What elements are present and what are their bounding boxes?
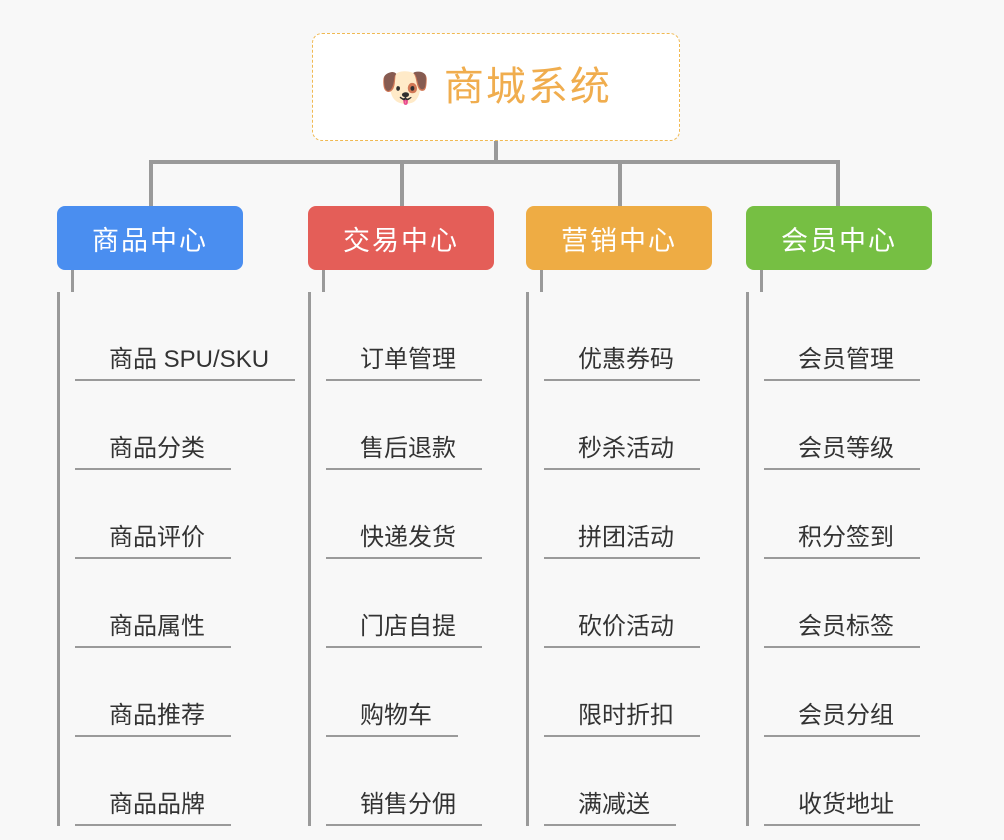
leaf-item-label: 积分签到 xyxy=(764,524,920,559)
leaf-item[interactable]: 购物车 xyxy=(311,648,494,737)
leaf-item[interactable]: 商品属性 xyxy=(60,559,295,648)
leaf-item[interactable]: 会员标签 xyxy=(749,559,932,648)
leaf-item[interactable]: 会员分组 xyxy=(749,648,932,737)
leaf-item-label: 商品评价 xyxy=(75,524,231,559)
branch-column-product: 商品中心 商品 SPU/SKU 商品分类 商品评价 商品属性 商品推荐 商品品牌 xyxy=(57,206,296,826)
leaf-item[interactable]: 优惠券码 xyxy=(529,292,712,381)
branch-column-marketing: 营销中心 优惠券码 秒杀活动 拼团活动 砍价活动 限时折扣 满减送 xyxy=(526,206,712,826)
leaf-item[interactable]: 会员管理 xyxy=(749,292,932,381)
root-node[interactable]: 🐶 商城系统 xyxy=(312,33,680,141)
connector-branch-tail xyxy=(540,270,543,292)
leaf-item-label: 商品品牌 xyxy=(75,791,231,826)
leaf-item-label: 商品推荐 xyxy=(75,702,231,737)
leaf-item-label: 商品 SPU/SKU xyxy=(75,346,296,381)
leaf-item[interactable]: 拼团活动 xyxy=(529,470,712,559)
branch-node-label: 营销中心 xyxy=(561,225,677,256)
branch-node-trade[interactable]: 交易中心 xyxy=(308,206,494,292)
connector-drop-branch-1 xyxy=(400,160,404,207)
branch-node-label: 商品中心 xyxy=(92,225,208,256)
leaf-item[interactable]: 收货地址 xyxy=(749,737,932,826)
leaf-item[interactable]: 秒杀活动 xyxy=(529,381,712,470)
leaf-item[interactable]: 商品品牌 xyxy=(60,737,295,826)
branch-node-member[interactable]: 会员中心 xyxy=(746,206,932,292)
leaf-item-label: 优惠券码 xyxy=(544,346,700,381)
connector-root-stem xyxy=(494,141,498,163)
root-title: 商城系统 xyxy=(443,65,612,109)
leaf-item[interactable]: 会员等级 xyxy=(749,381,932,470)
leaf-item[interactable]: 商品分类 xyxy=(60,381,295,470)
leaf-item-label: 收货地址 xyxy=(764,791,920,826)
connector-drop-branch-0 xyxy=(149,160,153,207)
leaf-item-label: 砍价活动 xyxy=(544,613,700,648)
branch-node-label: 会员中心 xyxy=(781,225,897,256)
leaf-list-product: 商品 SPU/SKU 商品分类 商品评价 商品属性 商品推荐 商品品牌 xyxy=(57,292,296,826)
leaf-item-label: 会员标签 xyxy=(764,613,920,648)
leaf-item[interactable]: 售后退款 xyxy=(311,381,494,470)
connector-branch-tail xyxy=(71,270,74,292)
leaf-list-member: 会员管理 会员等级 积分签到 会员标签 会员分组 收货地址 xyxy=(746,292,932,826)
branch-column-member: 会员中心 会员管理 会员等级 积分签到 会员标签 会员分组 收货地址 xyxy=(746,206,932,826)
leaf-item-label: 商品属性 xyxy=(75,613,231,648)
leaf-item-label: 销售分佣 xyxy=(326,791,482,826)
connector-branch-tail xyxy=(760,270,763,292)
leaf-item-label: 拼团活动 xyxy=(544,524,700,559)
leaf-item[interactable]: 商品推荐 xyxy=(60,648,295,737)
connector-drop-branch-2 xyxy=(618,160,622,207)
leaf-item-label: 售后退款 xyxy=(326,435,482,470)
leaf-item-label: 会员分组 xyxy=(764,702,920,737)
leaf-item-label: 会员等级 xyxy=(764,435,920,470)
branch-node-product[interactable]: 商品中心 xyxy=(57,206,243,292)
branch-node-label: 交易中心 xyxy=(343,225,459,256)
leaf-item[interactable]: 砍价活动 xyxy=(529,559,712,648)
connector-branch-tail xyxy=(322,270,325,292)
leaf-list-marketing: 优惠券码 秒杀活动 拼团活动 砍价活动 限时折扣 满减送 xyxy=(526,292,712,826)
dog-face-emoji-icon: 🐶 xyxy=(380,66,430,110)
leaf-item[interactable]: 商品 SPU/SKU xyxy=(60,292,296,381)
leaf-item-label: 满减送 xyxy=(544,791,676,826)
connector-horizontal-bus xyxy=(149,160,839,164)
leaf-item-label: 限时折扣 xyxy=(544,702,700,737)
leaf-item[interactable]: 满减送 xyxy=(529,737,712,826)
leaf-item[interactable]: 订单管理 xyxy=(311,292,494,381)
connector-drop-branch-3 xyxy=(836,160,840,207)
leaf-item[interactable]: 门店自提 xyxy=(311,559,494,648)
leaf-item[interactable]: 销售分佣 xyxy=(311,737,494,826)
leaf-item[interactable]: 快递发货 xyxy=(311,470,494,559)
leaf-item-label: 商品分类 xyxy=(75,435,231,470)
branch-node-marketing[interactable]: 营销中心 xyxy=(526,206,712,292)
leaf-item[interactable]: 商品评价 xyxy=(60,470,295,559)
leaf-item-label: 购物车 xyxy=(326,702,458,737)
leaf-item-label: 门店自提 xyxy=(326,613,482,648)
branch-column-trade: 交易中心 订单管理 售后退款 快递发货 门店自提 购物车 销售分佣 xyxy=(308,206,494,826)
leaf-item-label: 订单管理 xyxy=(326,346,482,381)
leaf-item-label: 会员管理 xyxy=(764,346,920,381)
leaf-list-trade: 订单管理 售后退款 快递发货 门店自提 购物车 销售分佣 xyxy=(308,292,494,826)
leaf-item-label: 秒杀活动 xyxy=(544,435,700,470)
leaf-item[interactable]: 限时折扣 xyxy=(529,648,712,737)
leaf-item[interactable]: 积分签到 xyxy=(749,470,932,559)
leaf-item-label: 快递发货 xyxy=(326,524,482,559)
